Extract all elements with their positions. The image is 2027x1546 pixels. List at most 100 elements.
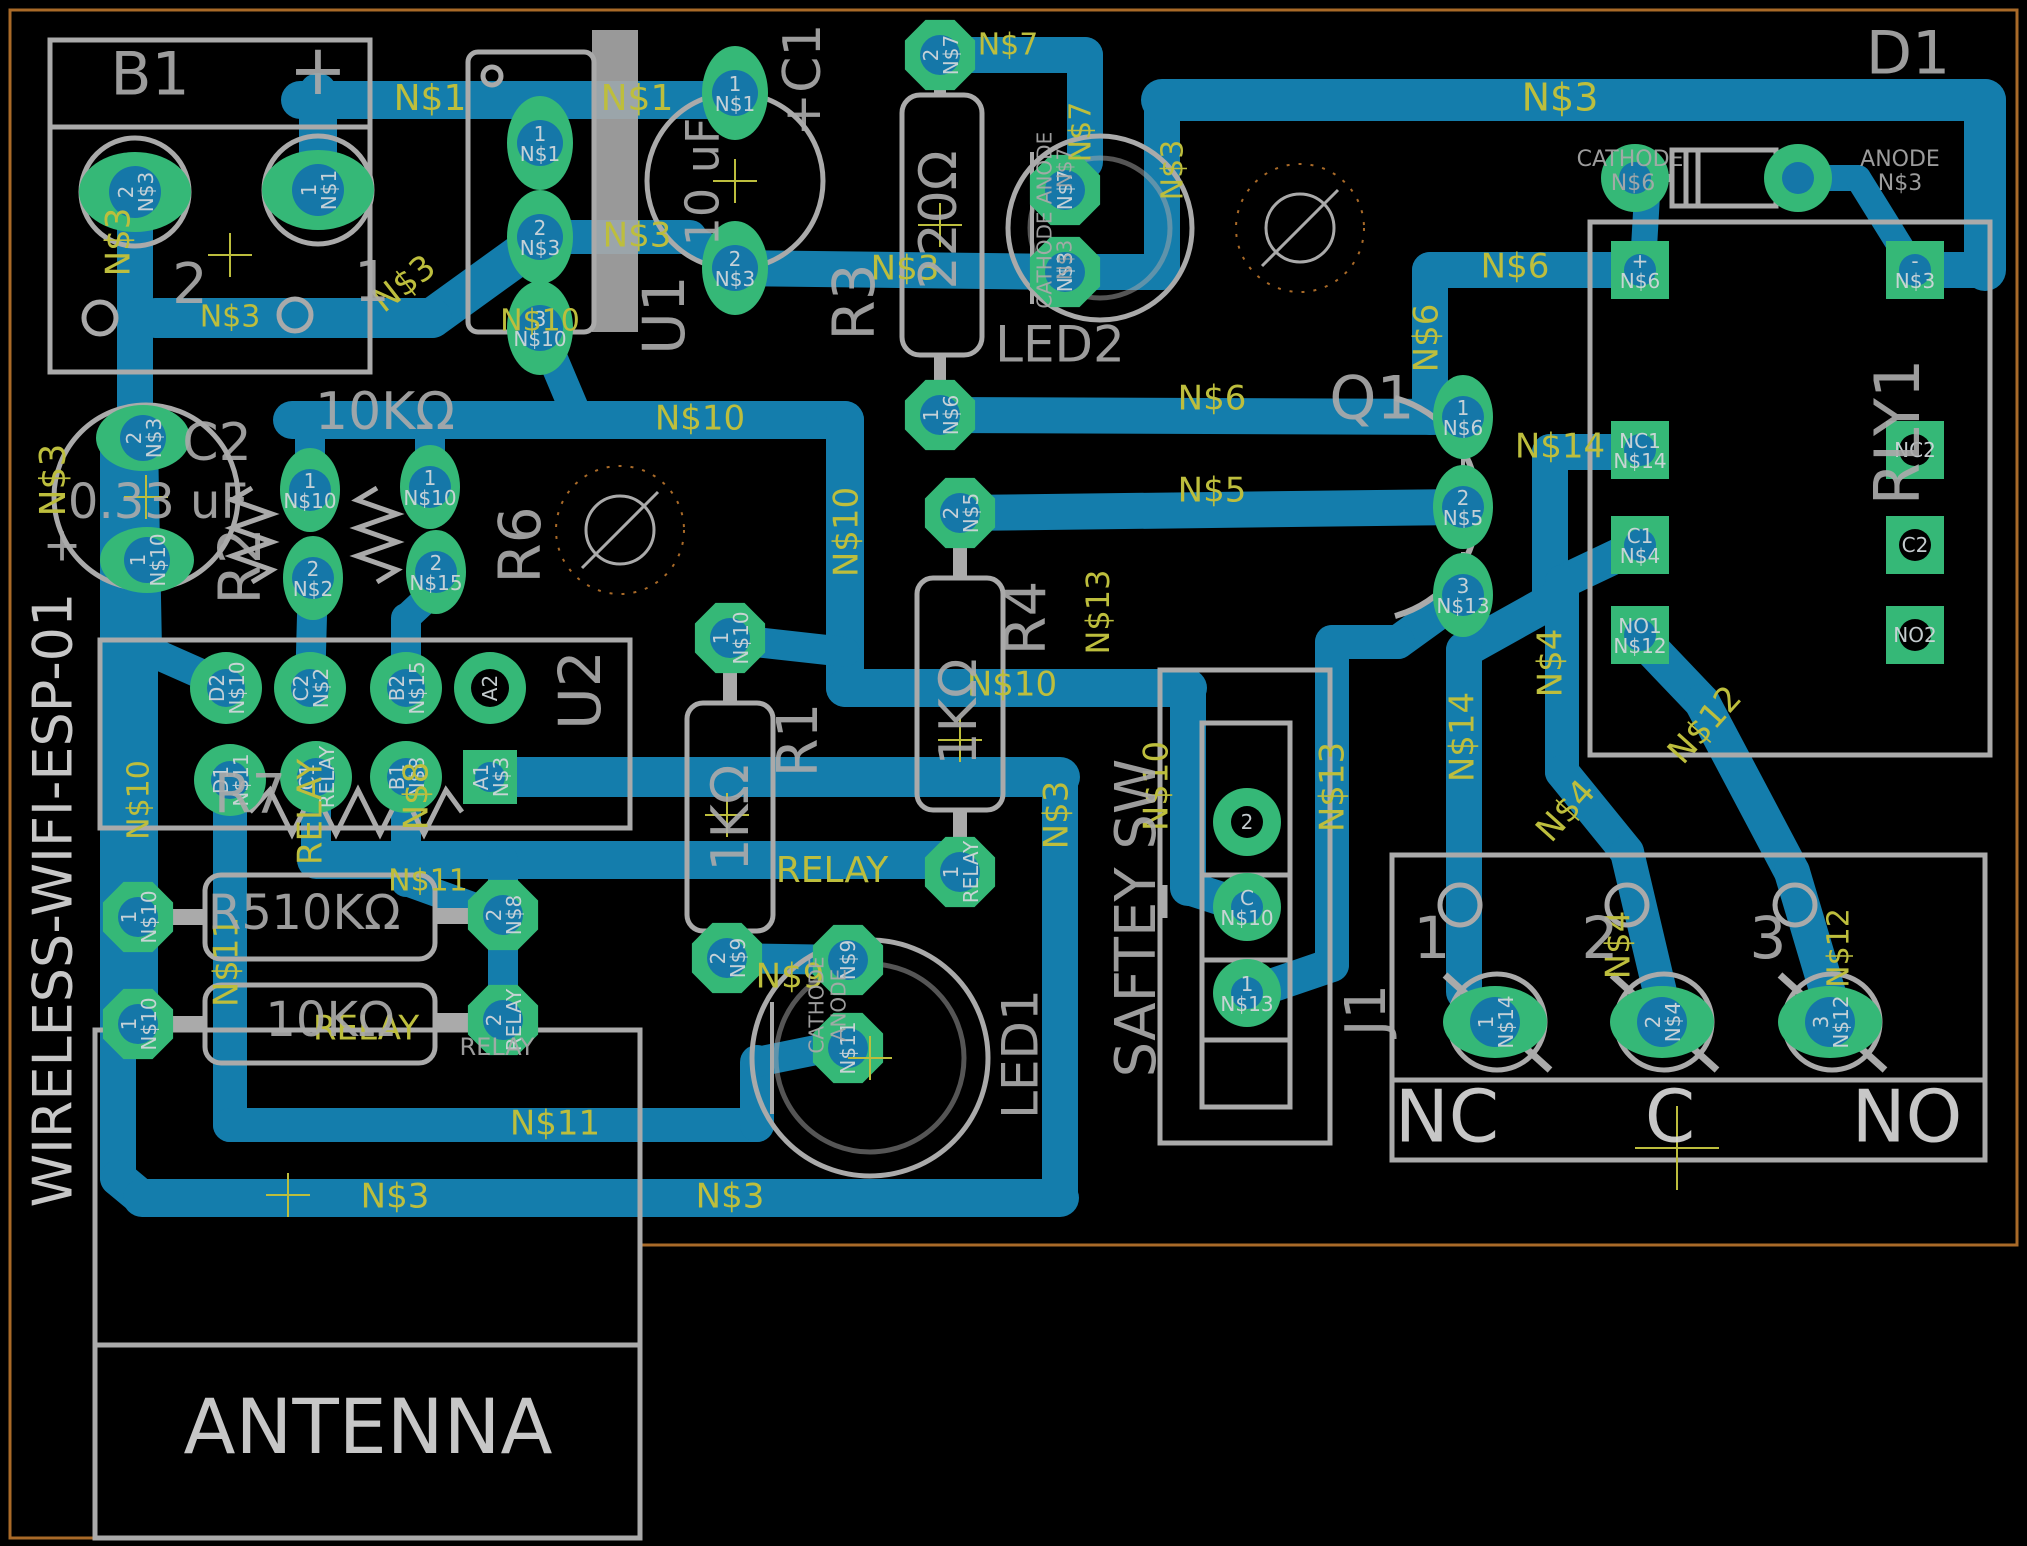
mounting-hole[interactable] <box>1235 163 1365 293</box>
silk-text-ANODE[interactable]: ANODE <box>827 969 851 1041</box>
silk-text-J1[interactable]: J1 <box>1334 984 1399 1039</box>
pad-N$4[interactable]: 2N$4 <box>1610 986 1714 1058</box>
pad-N$6[interactable]: +N$6 <box>1611 241 1669 299</box>
net-label-N$10[interactable]: N$10 <box>122 760 157 840</box>
pad-N$14[interactable]: 1N$14 <box>1443 986 1547 1058</box>
net-label-N$3[interactable]: N$3 <box>361 1177 430 1217</box>
pad-N$6[interactable]: 1N$6 <box>904 379 976 451</box>
pad-N$15[interactable]: B2N$15 <box>370 652 442 724</box>
net-label-RELAY[interactable]: RELAY <box>291 759 331 865</box>
silk-text-SAFTEY-SW[interactable]: SAFTEY SW <box>1104 759 1169 1078</box>
net-label-N$1[interactable]: N$1 <box>394 78 467 119</box>
net-label-N$3[interactable]: N$3 <box>696 1177 765 1217</box>
silk-text-1[interactable]: 1 <box>354 250 390 315</box>
pad-N$12[interactable]: 3N$12 <box>1778 986 1882 1058</box>
silk-text-ANODE[interactable]: ANODE <box>1860 147 1940 172</box>
copper-trace[interactable] <box>1774 854 1848 1018</box>
silk-text-+[interactable]: + <box>289 29 348 111</box>
silk-text-LED2[interactable]: LED2 <box>995 316 1125 374</box>
silk-text-U1[interactable]: U1 <box>630 275 698 354</box>
pad-N$10[interactable]: 1N$10 <box>100 527 194 593</box>
silk-text-+C1[interactable]: +C1 <box>773 24 833 137</box>
pad-N$5[interactable]: 2N$5 <box>924 477 996 549</box>
silk-text-R4[interactable]: R4 <box>994 581 1059 656</box>
net-label-N$8[interactable]: N$8 <box>397 762 437 831</box>
net-label-N$4[interactable]: N$4 <box>1531 629 1571 698</box>
net-label-N$10[interactable]: N$10 <box>967 665 1057 705</box>
net-label-N$10[interactable]: N$10 <box>1137 741 1177 831</box>
pad-N$3[interactable]: 2N$3 <box>79 152 191 232</box>
silk-text-N$3[interactable]: N$3 <box>1053 240 1077 280</box>
net-label-N$11[interactable]: N$11 <box>510 1104 600 1144</box>
net-label-N$7[interactable]: N$7 <box>1064 102 1099 163</box>
pad-N$3[interactable]: A1N$3 <box>463 750 517 804</box>
pad-N$2[interactable]: C2N$2 <box>274 652 346 724</box>
silk-text-10-uF[interactable]: 10 uF <box>676 118 730 247</box>
copper-trace[interactable] <box>922 397 1481 435</box>
silk-text-CATHODE[interactable]: CATHODE <box>1033 211 1057 308</box>
silk-text-0.33-uF[interactable]: 0.33 uF <box>68 474 248 530</box>
net-label-N$3[interactable]: N$3 <box>99 208 139 277</box>
pad-N$8[interactable]: 2N$8 <box>467 879 539 951</box>
pad-RELAY[interactable]: 2RELAY <box>467 984 539 1056</box>
net-label-N$13[interactable]: N$13 <box>1079 569 1117 654</box>
silk-text-R6[interactable]: R6 <box>486 506 554 583</box>
net-label-N$12[interactable]: N$12 <box>1822 908 1857 988</box>
mounting-hole[interactable] <box>555 465 685 595</box>
silk-text-R2[interactable]: R2 <box>206 527 274 604</box>
silk-text-CATHODE[interactable]: CATHODE <box>1577 147 1684 172</box>
silk-text-NC[interactable]: NC <box>1395 1075 1499 1159</box>
copper-trace[interactable] <box>942 489 1481 531</box>
pad-C2[interactable]: C2 <box>1886 516 1944 574</box>
net-label-N$3[interactable]: N$3 <box>603 216 672 256</box>
net-label-N$3[interactable]: N$3 <box>33 444 74 517</box>
net-label-N$14[interactable]: N$14 <box>1443 692 1483 782</box>
pad-N$1[interactable]: 1N$1 <box>262 150 374 230</box>
silk-text-RELAY[interactable]: RELAY <box>460 1033 535 1061</box>
silk-text-Q1[interactable]: Q1 <box>1329 364 1414 434</box>
silk-text-N$6[interactable]: N$6 <box>1611 171 1655 196</box>
net-label-N$11[interactable]: N$11 <box>207 917 247 1007</box>
net-label-N$3[interactable]: N$3 <box>1037 781 1077 850</box>
silk-text-3[interactable]: 3 <box>1750 904 1787 972</box>
pad-N$7[interactable]: N$7 <box>1029 154 1101 226</box>
silk-text-1[interactable]: 1 <box>1414 904 1451 972</box>
pad-N$10[interactable]: 1N$10 <box>102 988 174 1060</box>
pad-RELAY[interactable]: C1RELAY <box>280 741 352 813</box>
silk-text-U2[interactable]: U2 <box>546 650 614 729</box>
silk-text-2[interactable]: 2 <box>172 252 208 317</box>
net-label-N$6[interactable]: N$6 <box>1481 247 1550 287</box>
pad-rnd[interactable] <box>1601 144 1669 212</box>
net-label-N$10[interactable]: N$10 <box>655 399 745 439</box>
pad-N$3[interactable]: N$3 <box>1029 236 1101 308</box>
silk-text-WIRELESS-WIFI-ESP-01[interactable]: WIRELESS-WIFI-ESP-01 <box>22 593 85 1208</box>
pad-A2[interactable]: A2 <box>454 652 526 724</box>
pad-NC2[interactable]: NC2 <box>1886 421 1944 479</box>
net-label-N$5[interactable]: N$5 <box>1178 471 1247 511</box>
silk-text-NO[interactable]: NO <box>1852 1075 1963 1159</box>
silk-text-1KΩ[interactable]: 1KΩ <box>929 659 989 766</box>
net-label-N$11[interactable]: N$11 <box>388 864 468 899</box>
net-label-RELAY[interactable]: RELAY <box>776 850 889 891</box>
net-label-N$9[interactable]: N$9 <box>756 957 825 997</box>
net-label-N$3[interactable]: N$3 <box>200 300 261 335</box>
pad-N$10[interactable]: 1N$10 <box>694 602 766 674</box>
net-label-N$3[interactable]: N$3 <box>1522 76 1599 120</box>
silk-text-R3[interactable]: R3 <box>820 263 888 340</box>
net-label-N$10[interactable]: N$10 <box>827 487 867 577</box>
copper-trace[interactable] <box>1610 835 1677 1009</box>
silk-text-2[interactable]: 2 <box>1582 904 1619 972</box>
net-label-N$7[interactable]: N$7 <box>978 28 1039 63</box>
